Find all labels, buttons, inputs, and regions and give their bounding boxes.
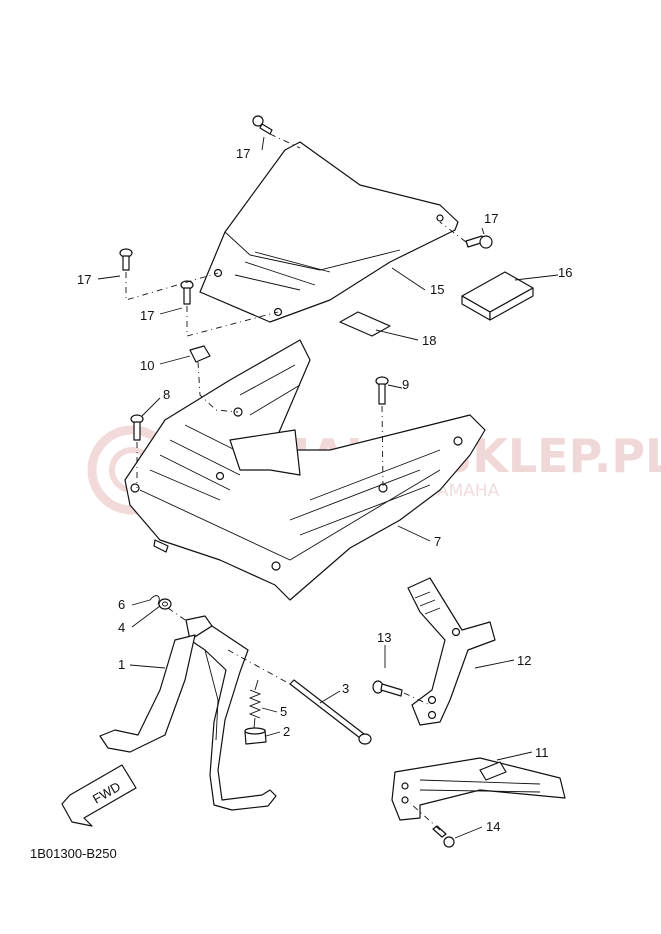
callout-17-left: 17 (77, 272, 91, 287)
callout-17-top: 17 (236, 146, 250, 161)
part-18-label (339, 311, 391, 337)
callout-14: 14 (486, 819, 500, 834)
fwd-arrow: FWD (61, 764, 137, 827)
part-9-bolt (375, 376, 389, 405)
callout-17-right: 17 (484, 211, 498, 226)
part-4-washer (158, 598, 172, 610)
part-17-screw-left (119, 248, 133, 271)
callout-18: 18 (422, 333, 436, 348)
part-10-clip (189, 345, 211, 363)
part-6-cotter-pin (149, 595, 160, 605)
part-15-cover (199, 141, 459, 323)
part-11-step (391, 757, 566, 821)
part-5-spring (248, 679, 262, 729)
callout-4: 4 (118, 620, 125, 635)
part-17-screw-top (252, 115, 273, 135)
part-7-footboard (124, 339, 486, 601)
callout-8: 8 (163, 387, 170, 402)
callout-12: 12 (517, 653, 531, 668)
callout-6: 6 (118, 597, 125, 612)
callout-5: 5 (280, 704, 287, 719)
leader-lines (97, 136, 559, 839)
callout-17-mid: 17 (140, 308, 154, 323)
callouts: 17 17 17 17 16 15 18 10 8 9 7 6 4 1 3 5 … (77, 146, 572, 834)
callout-13: 13 (377, 630, 391, 645)
callout-16: 16 (558, 265, 572, 280)
part-3-shaft (289, 679, 372, 745)
callout-2: 2 (283, 724, 290, 739)
callout-9: 9 (402, 377, 409, 392)
diagram-code: 1B01300-B250 (30, 846, 117, 861)
part-8-bolt (130, 414, 144, 441)
assembly-lines (125, 133, 467, 831)
callout-3: 3 (342, 681, 349, 696)
callout-1: 1 (118, 657, 125, 672)
part-14-screw (432, 825, 455, 848)
part-1-main-stand (99, 615, 277, 811)
callout-10: 10 (140, 358, 154, 373)
callout-7: 7 (434, 534, 441, 549)
part-17-screw-right (465, 235, 493, 249)
part-17-screw-mid (180, 280, 194, 305)
callout-15: 15 (430, 282, 444, 297)
part-2-damper (244, 727, 267, 745)
callout-11: 11 (535, 745, 549, 760)
part-16-pad (461, 271, 534, 321)
part-12-bracket (407, 577, 496, 726)
part-13-bolt (372, 680, 403, 697)
